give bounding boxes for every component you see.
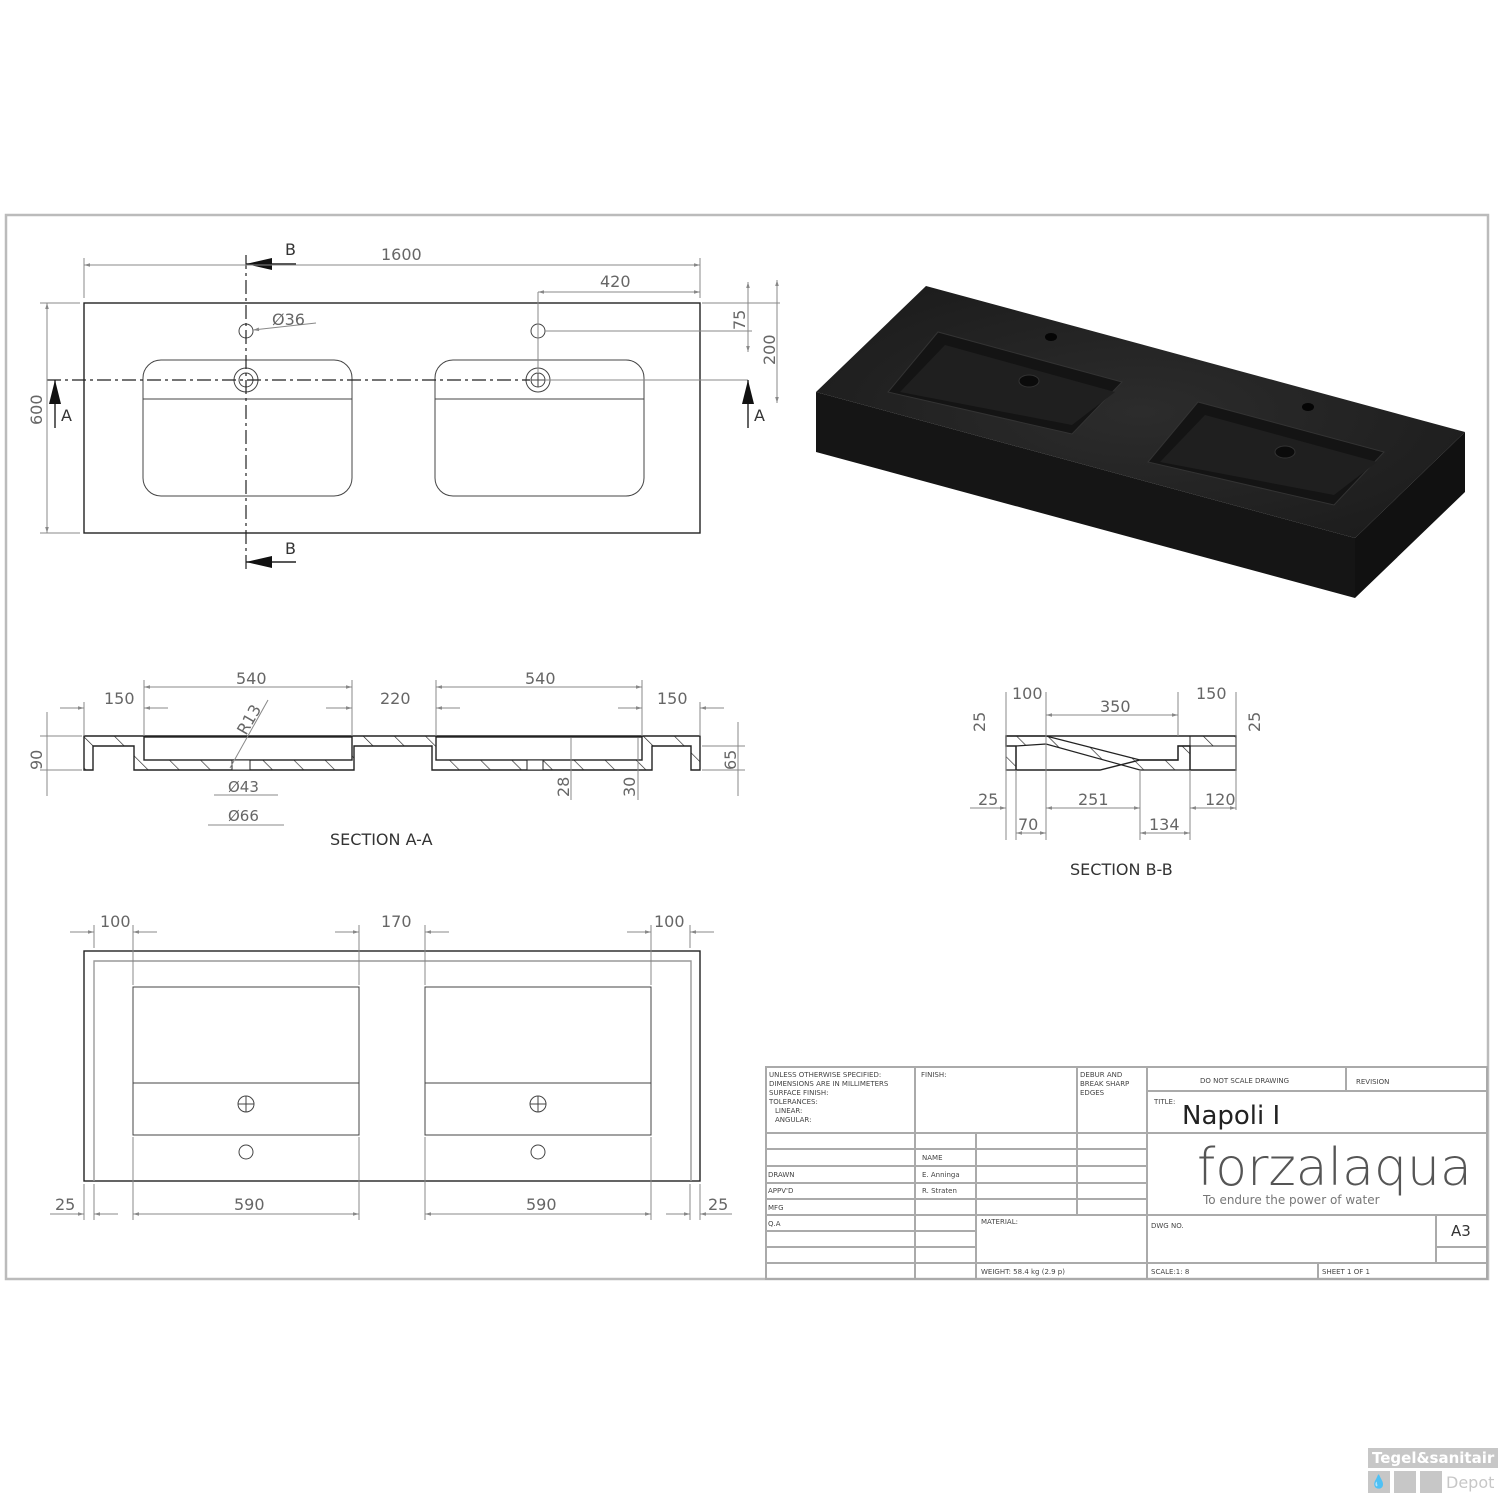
section-b-label-bottom: B [285,539,296,558]
tb-spec-line: LINEAR: [775,1107,802,1115]
tile-square-icon [1394,1471,1416,1493]
tb-spec-line: ANGULAR: [775,1116,811,1124]
tb-sheet: SHEET 1 OF 1 [1322,1268,1370,1276]
tb-spec-line: TOLERANCES: [768,1098,818,1106]
dim-a-radius: R13 [233,701,265,738]
bottom-view: 100 170 100 25 590 590 25 [50,912,732,1220]
tb-title-label: TITLE: [1153,1098,1175,1106]
dim-a-basin-left: 540 [236,669,267,688]
tb-role-approved: APPV'D [768,1187,793,1195]
tb-role-drawn: DRAWN [768,1171,795,1179]
bottom-view-outline [83,950,701,1182]
water-drop-icon: 💧 [1368,1471,1390,1493]
dim-tap-from-back: 75 [730,310,749,330]
tb-weight: WEIGHT: 58.4 kg (2.9 p) [981,1268,1065,1276]
isometric-render [816,286,1465,598]
tb-debur: DEBUR AND [1080,1071,1122,1079]
tb-spec-line: SURFACE FINISH: [769,1089,828,1097]
section-a-a: 540 540 150 220 150 90 65 28 30 R13 Ø43 … [27,669,745,849]
tb-debur: EDGES [1080,1089,1105,1097]
dim-a-height-right: 65 [721,750,740,770]
tb-spec-line: UNLESS OTHERWISE SPECIFIED: [769,1071,881,1079]
dim-a-bottom-thickness-2: 30 [620,777,639,797]
tb-name-drawn: E. Anninga [922,1171,960,1179]
section-b-b: 100 350 150 25 25 25 251 120 70 134 SECT… [970,684,1264,879]
dim-bottom-rim-right: 25 [708,1195,728,1214]
dim-overall-depth: 600 [27,394,46,425]
dim-bottom-edge-right: 100 [654,912,685,931]
dim-b-back: 150 [1196,684,1227,703]
dim-a-middle: 220 [380,689,411,708]
tb-dwg-no-label: DWG NO. [1151,1222,1184,1230]
drawing-title: Napoli I [1182,1101,1280,1131]
section-b-caption: SECTION B-B [1070,860,1173,879]
dim-a-basin-right: 540 [525,669,556,688]
dim-b-front: 100 [1012,684,1043,703]
dim-bottom-basin-right: 590 [526,1195,557,1214]
tile-square-icon [1420,1471,1442,1493]
dim-bottom-basin-left: 590 [234,1195,265,1214]
tb-spec-line: DIMENSIONS ARE IN MILLIMETERS [769,1080,889,1088]
section-b-label-top: B [285,240,296,259]
dim-b-slope-start: 70 [1018,815,1038,834]
dim-a-right-edge: 150 [657,689,688,708]
watermark-logo: Tegel&sanitair 💧 Depot [1368,1448,1498,1500]
dim-a-drain-inner: Ø43 [228,778,259,796]
bottom-tap-left [238,1144,254,1160]
dim-tap-hole-diameter: Ø36 [272,310,305,329]
sheet-frame [4,213,1490,1281]
tb-debur: BREAK SHARP [1080,1080,1129,1088]
tb-role-mfg: MFG [768,1204,784,1212]
dim-b-wall: 25 [978,790,998,809]
dim-bottom-middle: 170 [381,912,412,931]
dim-tap-offset: 420 [600,272,631,291]
dim-overall-width: 1600 [381,245,422,264]
dim-b-flat: 134 [1149,815,1180,834]
dim-a-bottom-thickness-1: 28 [554,777,573,797]
tb-do-not-scale: DO NOT SCALE DRAWING [1200,1077,1289,1085]
dim-b-top-left: 25 [970,712,989,732]
dim-bottom-rim-left: 25 [55,1195,75,1214]
watermark-depot: Depot [1446,1472,1495,1492]
section-a-label-right: A [754,406,765,425]
brand-logo: forzalaqua [1197,1138,1472,1198]
tb-scale: SCALE:1: 8 [1151,1268,1189,1276]
tb-role-qa: Q.A [768,1220,781,1228]
dim-a-height-total: 90 [27,750,46,770]
dim-b-top-right: 25 [1245,712,1264,732]
dim-bottom-edge-left: 100 [100,912,131,931]
dim-a-left-edge: 150 [104,689,135,708]
dim-b-basin: 350 [1100,697,1131,716]
tb-finish-label: FINISH: [921,1071,946,1079]
dim-b-rear-block: 120 [1205,790,1236,809]
basin-left-outline [142,359,353,497]
bottom-tap-right [530,1144,546,1160]
tb-name-header: NAME [922,1154,943,1162]
watermark-text: Tegel&sanitair [1368,1448,1498,1468]
tb-name-approved: R. Straten [922,1187,957,1195]
top-view-outline [83,302,701,534]
title-block: UNLESS OTHERWISE SPECIFIED: DIMENSIONS A… [765,1066,1488,1280]
dim-b-slope: 251 [1078,790,1109,809]
basin-right-outline [434,359,645,497]
tb-revision-label: REVISION [1356,1078,1389,1086]
brand-tagline: To endure the power of water [1202,1193,1380,1207]
tb-material-label: MATERIAL: [981,1218,1018,1226]
section-a-caption: SECTION A-A [330,830,433,849]
dim-a-drain-outer: Ø66 [228,807,259,825]
sheet-size: A3 [1451,1222,1471,1240]
top-view: B B A A 1600 420 600 75 200 Ø36 [27,240,780,570]
section-a-label-left: A [61,406,72,425]
dim-drain-from-back: 200 [760,334,779,365]
